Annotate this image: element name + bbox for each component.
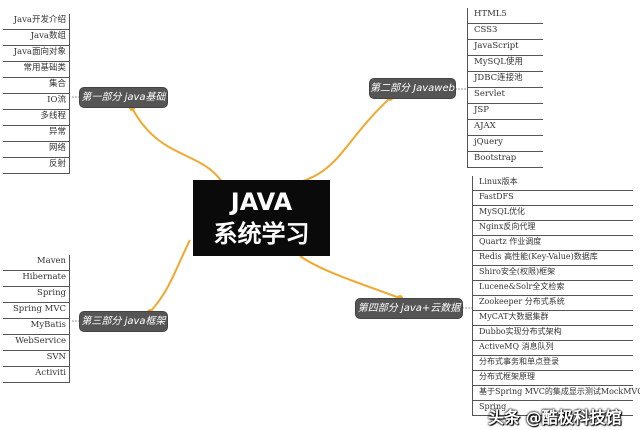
branch-node-3[interactable]: 第三部分 java框架 bbox=[80, 312, 167, 331]
connector-branch-4 bbox=[299, 255, 401, 299]
branch-node-1[interactable]: 第一部分 java基础 bbox=[80, 88, 167, 107]
list-item[interactable]: Dubbo实现分布式架构 bbox=[473, 326, 633, 341]
list-item[interactable]: 分布式事务和单点登录 bbox=[473, 356, 633, 371]
list-item[interactable]: HTML5 bbox=[468, 8, 543, 24]
list-item[interactable]: 异常 bbox=[3, 126, 69, 142]
connector-branch-1 bbox=[131, 107, 223, 183]
list-item[interactable]: FastDFS bbox=[473, 191, 633, 206]
list-item[interactable]: JSP bbox=[468, 104, 543, 120]
list-item[interactable]: Hibernate bbox=[3, 271, 69, 287]
list-item[interactable]: Servlet bbox=[468, 88, 543, 104]
list-item[interactable]: Shiro安全(权限)框架 bbox=[473, 266, 633, 281]
list-item[interactable]: jQuery bbox=[468, 136, 543, 152]
central-topic: JAVA 系统学习 bbox=[193, 180, 330, 256]
list-item[interactable]: IO流 bbox=[3, 94, 69, 110]
list-item[interactable]: Java数组 bbox=[3, 30, 69, 46]
list-item[interactable]: Redis 高性能(Key-Value)数据库 bbox=[473, 251, 633, 266]
center-subtitle: 系统学习 bbox=[213, 220, 310, 248]
list-item[interactable]: 常用基础类 bbox=[3, 62, 69, 78]
watermark: 头条 @酷极科技馆 bbox=[488, 408, 622, 427]
list-item[interactable]: Quartz 作业调度 bbox=[473, 236, 633, 251]
list-item[interactable]: ActiveMQ 消息队列 bbox=[473, 341, 633, 356]
center-title: JAVA bbox=[230, 188, 293, 216]
list-item[interactable]: MyCAT大数据集群 bbox=[473, 311, 633, 326]
list-item[interactable]: Activiti bbox=[3, 367, 69, 383]
list-item[interactable]: 多线程 bbox=[3, 110, 69, 126]
list-item[interactable]: Java开发介绍 bbox=[3, 14, 69, 30]
list-item[interactable]: AJAX bbox=[468, 120, 543, 136]
list-item[interactable]: Lucene&Solr全文检索 bbox=[473, 281, 633, 296]
list-item[interactable]: Java面向对象 bbox=[3, 46, 69, 62]
list-item[interactable]: 网络 bbox=[3, 142, 69, 158]
list-item[interactable]: 分布式框架原理 bbox=[473, 371, 633, 386]
list-item[interactable]: Linux版本 bbox=[473, 176, 633, 191]
list-item[interactable]: MySQL优化 bbox=[473, 206, 633, 221]
branch-2-items: HTML5 CSS3 JavaScript MySQL使用 JDBC连接池 Se… bbox=[467, 8, 543, 168]
list-item[interactable]: WebService bbox=[3, 335, 69, 351]
list-item[interactable]: Zookeeper 分布式系统 bbox=[473, 296, 633, 311]
list-item[interactable]: SVN bbox=[3, 351, 69, 367]
list-item[interactable]: Nginx反向代理 bbox=[473, 221, 633, 236]
branch-1-items: Java开发介绍 Java数组 Java面向对象 常用基础类 集合 IO流 多线… bbox=[3, 14, 70, 174]
branch-node-4[interactable]: 第四部分 java+云数据 bbox=[356, 299, 462, 318]
branch-node-2[interactable]: 第二部分 Javaweb bbox=[370, 79, 455, 98]
list-item[interactable]: Maven bbox=[3, 255, 69, 271]
connector-branch-2 bbox=[299, 97, 391, 183]
list-item[interactable]: MySQL使用 bbox=[468, 56, 543, 72]
list-item[interactable]: 集合 bbox=[3, 78, 69, 94]
list-item[interactable]: JavaScript bbox=[468, 40, 543, 56]
list-item[interactable]: Bootstrap bbox=[468, 152, 543, 168]
branch-4-items: Linux版本 FastDFS MySQL优化 Nginx反向代理 Quartz… bbox=[472, 176, 640, 416]
branch-3-items: Maven Hibernate Spring Spring MVC MyBati… bbox=[3, 255, 70, 383]
connector-branch-3 bbox=[149, 239, 191, 313]
list-item[interactable]: Spring bbox=[3, 287, 69, 303]
list-item[interactable]: JDBC连接池 bbox=[468, 72, 543, 88]
list-item[interactable]: Spring bbox=[473, 401, 633, 416]
list-item[interactable]: MyBatis bbox=[3, 319, 69, 335]
list-item[interactable]: Spring MVC bbox=[3, 303, 69, 319]
list-item[interactable]: CSS3 bbox=[468, 24, 543, 40]
list-item[interactable]: 基于Spring MVC的集成显示测试MockMVC bbox=[473, 386, 640, 401]
list-item[interactable]: 反射 bbox=[3, 158, 69, 174]
